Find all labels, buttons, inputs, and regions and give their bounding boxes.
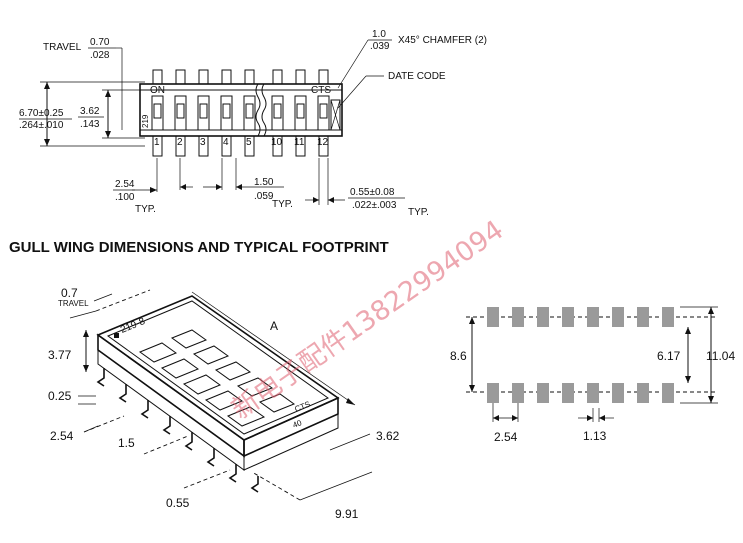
footprint-pads-bottom [487,383,674,403]
pitch-typ: TYP. [135,204,156,215]
footprint-pads-top [487,307,674,327]
travel-label: TRAVEL [43,42,82,53]
pin-number: 10 [271,137,283,148]
iso-pitch: 2.54 [50,429,74,443]
pin-number: 5 [246,137,252,148]
section-title: GULL WING DIMENSIONS AND TYPICAL FOOTPRI… [9,239,389,256]
pitch-in: .100 [115,192,135,203]
bottom-terminals [152,135,329,157]
iso-view: 219-8 CTS 40 0.7 TRAVEL 3.77 0.25 2.5 [48,286,400,521]
iso-length-label: A [270,319,278,333]
gap-mm: 1.50 [254,177,274,188]
pin-number: 11 [294,137,305,148]
iso-travel-mm: 0.7 [61,286,78,300]
iso-actuators [138,329,296,427]
pitch-mm: 2.54 [115,179,135,190]
height-mm: 6.70±0.25 [19,108,64,119]
on-label: ON [150,85,165,96]
iso-height: 3.77 [48,348,72,362]
pin-number: 2 [177,137,183,148]
height-in: .264±.010 [19,120,64,131]
date-code-label: DATE CODE [388,71,446,82]
iso-leads [96,349,339,493]
chamfer-mm: 1.0 [372,29,386,40]
footprint-inner: 6.17 [657,349,681,363]
footprint-left: 8.6 [450,349,467,363]
lead-typ: TYP. [408,207,429,218]
body-in: .143 [80,119,100,130]
iso-lead-gap: 1.5 [118,436,135,450]
footprint-pad-width: 1.13 [583,429,607,443]
pin-number: 4 [223,137,229,148]
iso-lead-width: 0.55 [166,496,190,510]
body-mm: 3.62 [80,106,100,117]
iso-span: 9.91 [335,507,359,521]
actuators [151,95,330,131]
travel-mm: 0.70 [90,37,110,48]
top-view: TRAVEL 0.70 .028 1.0 .039 X45° CHAMFER (… [19,29,487,218]
pin-number: 3 [200,137,206,148]
footprint-outer: 11.04 [706,349,735,363]
lead-in: .022±.003 [352,200,397,211]
lead-mm: 0.55±0.08 [350,187,395,198]
travel-in: .028 [90,50,110,61]
iso-standoff: 0.25 [48,389,72,403]
pin-number: 12 [317,137,329,148]
iso-width: 3.62 [376,429,400,443]
footprint: 11.04 6.17 8.6 2.54 1.13 [450,306,735,444]
footprint-pitch: 2.54 [494,430,518,444]
iso-date: 40 [291,418,303,430]
gap-typ: TYP. [272,199,293,210]
chamfer-note: X45° CHAMFER (2) [398,35,487,46]
part-marking: 219 [141,114,150,128]
gap-in: .059 [254,191,274,202]
pin-number: 1 [154,137,160,148]
brand-label: CTS [311,85,331,96]
iso-marking: 219-8 [119,316,147,336]
top-terminals [152,69,329,85]
iso-travel-label: TRAVEL [58,299,89,308]
chamfer-in: .039 [370,41,390,52]
